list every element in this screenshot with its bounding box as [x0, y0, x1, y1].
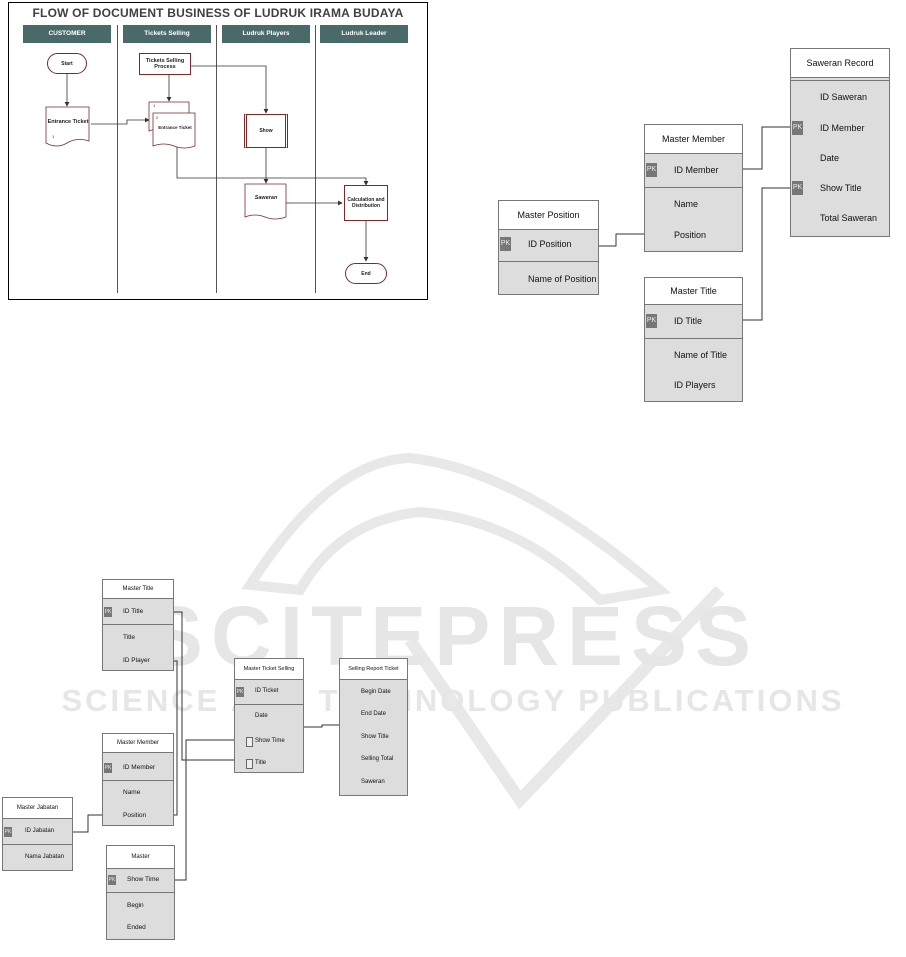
fk-marker-icon	[246, 737, 253, 747]
page-mark: 2	[156, 115, 159, 120]
field-end-date: End Date	[361, 711, 387, 717]
field-nama-jabatan: Nama Jabatan	[25, 854, 65, 860]
table-title: Master Ticket Selling	[235, 659, 303, 680]
field-name-of-title: Name of Title	[674, 350, 728, 360]
lane-ludruk-players: Ludruk Players	[222, 25, 310, 43]
field-id-member: ID Member	[674, 165, 719, 175]
end-terminator: End	[345, 263, 387, 284]
table-title: Master Position	[499, 201, 598, 230]
field-separator	[103, 624, 173, 625]
table-master-position: Master Position PK ID Position Name of P…	[498, 200, 599, 295]
table-saweran-record: Saweran Record ID Saweran PK ID Member D…	[790, 48, 890, 237]
lane-divider	[216, 25, 217, 293]
field-separator	[235, 704, 303, 705]
table-title: Master	[107, 846, 174, 869]
field-selling-total: Selling Total	[361, 756, 394, 762]
table-title: Saweran Record	[791, 49, 889, 78]
pk-key-icon: PK	[646, 163, 657, 177]
field-total-saweran: Total Saweran	[820, 213, 878, 223]
table-title: Master Jabatan	[3, 798, 72, 819]
field-title: Title	[123, 634, 136, 641]
field-id-member: ID Member	[820, 123, 865, 133]
field-saweran: Saweran	[361, 779, 385, 785]
show-process: Show	[244, 114, 288, 148]
table-master-member-b: Master Member PK ID Member Name Position	[102, 733, 174, 826]
field-show-title: Show Title	[820, 183, 862, 193]
field-id-jabatan: ID Jabatan	[25, 828, 55, 834]
field-id-saweran: ID Saweran	[820, 92, 868, 102]
field-date: Date	[820, 153, 840, 163]
field-show-time: Show Time	[255, 738, 285, 744]
table-title: Master Member	[103, 734, 173, 753]
fk-marker-icon	[246, 759, 253, 769]
field-ended: Ended	[127, 924, 146, 931]
pk-key-icon: PK	[646, 314, 657, 328]
table-selling-report-ticket: Selling Report Ticket Begin Date End Dat…	[339, 658, 408, 796]
entrance-ticket-seller-doc: Entrance Ticket	[158, 125, 192, 130]
tickets-selling-process: Tickets Selling Process	[139, 53, 191, 75]
lane-divider	[117, 25, 118, 293]
flowchart-connectors	[45, 65, 369, 262]
field-date: Date	[255, 713, 268, 719]
lane-ludruk-leader: Ludruk Leader	[320, 25, 408, 43]
field-separator	[645, 187, 742, 188]
field-id-title: ID Title	[123, 608, 144, 615]
field-id-position: ID Position	[528, 239, 572, 249]
pk-key-icon: PK	[792, 181, 803, 195]
flowchart-title: FLOW OF DOCUMENT BUSINESS OF LUDRUK IRAM…	[32, 6, 404, 20]
table-title: Master Title	[103, 580, 173, 599]
pk-key-icon: PK	[104, 607, 112, 617]
field-begin: Begin	[127, 902, 144, 909]
field-title: Title	[255, 760, 267, 766]
entrance-ticket-customer-doc: Entrance Ticket	[47, 119, 89, 125]
field-begin-date: Begin Date	[361, 689, 391, 695]
document-flow-chart: FLOW OF DOCUMENT BUSINESS OF LUDRUK IRAM…	[8, 2, 428, 300]
field-separator	[791, 80, 889, 81]
table-master-show: Master PK Show Time Begin Ended	[106, 845, 175, 940]
pk-key-icon: PK	[108, 875, 116, 885]
page-mark: 1	[153, 103, 156, 108]
field-position: Position	[123, 812, 147, 819]
pk-key-icon: PK	[104, 763, 112, 773]
field-name: Name	[674, 199, 699, 209]
field-id-member: ID Member	[123, 764, 156, 771]
table-title: Master Member	[645, 125, 742, 154]
pk-key-icon: PK	[500, 237, 511, 251]
lane-divider	[315, 25, 316, 293]
field-position: Position	[674, 230, 707, 240]
field-show-title: Show Title	[361, 734, 389, 740]
table-master-title-b: Master Title PK ID Title Title ID Player	[102, 579, 174, 671]
calculation-distribution: Calculation and Distribution	[344, 185, 388, 221]
pk-key-icon: PK	[792, 121, 803, 135]
lane-tickets-selling: Tickets Selling	[123, 25, 211, 43]
field-id-player: ID Player	[123, 657, 150, 664]
pk-key-icon: PK	[236, 687, 244, 697]
field-separator	[103, 780, 173, 781]
table-master-title: Master Title PK ID Title Name of Title I…	[644, 277, 743, 402]
table-master-ticket-selling: Master Ticket Selling PK ID Ticket Date …	[234, 658, 304, 773]
field-id-players: ID Players	[674, 380, 716, 390]
field-separator	[645, 338, 742, 339]
field-name-of-position: Name of Position	[528, 274, 597, 284]
field-id-title: ID Title	[674, 316, 703, 326]
field-show-time: Show Time	[127, 876, 160, 883]
page-mark: 1	[52, 134, 55, 139]
field-name: Name	[123, 789, 141, 796]
field-separator	[107, 892, 174, 893]
table-title: Selling Report Ticket	[340, 659, 407, 680]
field-id-ticket: ID Ticket	[255, 688, 279, 694]
field-separator	[3, 844, 72, 845]
pk-key-icon: PK	[4, 827, 12, 837]
start-terminator: Start	[47, 53, 87, 74]
erd-top-relations	[598, 126, 790, 321]
lane-customer: CUSTOMER	[23, 25, 111, 43]
table-title: Master Title	[645, 278, 742, 305]
table-master-jabatan: Master Jabatan PK ID Jabatan Nama Jabata…	[2, 797, 73, 871]
table-master-member: Master Member PK ID Member Name Position	[644, 124, 743, 252]
field-separator	[499, 261, 598, 262]
saweran-doc: Saweran	[254, 195, 278, 201]
